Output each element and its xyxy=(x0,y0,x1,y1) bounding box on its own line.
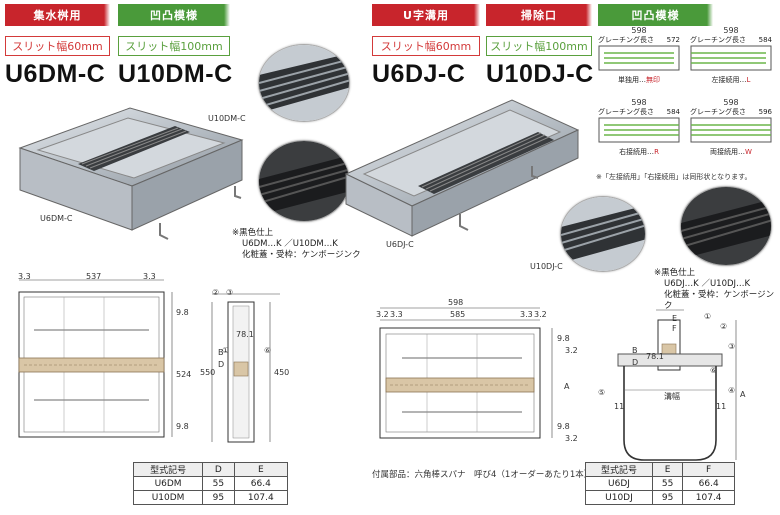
tab-u-ditch: U字溝用 xyxy=(372,4,480,26)
dim-section-11-right: 11 xyxy=(716,402,727,411)
u6dj-section-drawing xyxy=(617,309,737,461)
dim-section-d-right: D xyxy=(632,358,639,367)
zoom-black-finish-grating-right xyxy=(680,186,772,266)
tab-cleanout: 掃除口 xyxy=(486,4,592,26)
variant-both-plate xyxy=(690,117,772,143)
model-u6dj-c: U6DJ-C xyxy=(372,60,466,88)
zoom-black-finish-grating xyxy=(258,140,350,222)
variant-both: 598 グレーチング長さ 596 両接続用…W xyxy=(690,98,772,156)
dim-section-11-left: 11 xyxy=(614,402,625,411)
finish-note-left: ※黒色仕上 U6DM…K ／U10DM…K 化粧蓋・受枠：ケンボージンク xyxy=(232,228,361,260)
marker-2-right: ② xyxy=(720,322,728,331)
dim-plan-r-top-1: 3.3 xyxy=(390,310,403,319)
callout-u10dj-c: U10DJ-C xyxy=(530,262,563,271)
tab-emboss-right: 凹凸模様 xyxy=(598,4,713,26)
accessory-note: 付属部品：六角棒スパナ 呼び4（1オーダーあたり1本） xyxy=(372,470,593,480)
dim-section-d: D xyxy=(218,360,225,369)
dim-plan-r-right-3: 9.8 xyxy=(557,422,570,431)
model-u10dm-c: U10DM-C xyxy=(118,60,233,88)
variant-note: ※「左接続用」「右接続用」は同形状となります。 xyxy=(596,173,752,181)
variant-right: 598 グレーチング長さ 584 右接続用…R xyxy=(598,98,680,156)
variant-single: 598 グレーチング長さ 572 単独用…無印 xyxy=(598,26,680,84)
finish-note-right: ※黒色仕上 U6DJ…K ／U10DJ…K 化粧蓋・受枠：ケンボージンク xyxy=(654,268,775,311)
variant-single-plate xyxy=(598,45,680,71)
marker-3-left: ③ xyxy=(226,288,234,297)
dim-section-78: 78.1 xyxy=(236,330,254,339)
dim-section-550: 550 xyxy=(200,368,216,377)
dim-plan-r-right-4: 3.2 xyxy=(565,434,578,443)
marker-5-right: ⑤ xyxy=(598,388,606,397)
slit-100-tag-right: スリット幅100mm xyxy=(486,36,592,56)
slit-100-tag-left: スリット幅100mm xyxy=(118,36,230,56)
tab-emboss-left: 凹凸模様 xyxy=(118,4,230,26)
table-row: U6DJ 55 66.4 xyxy=(585,476,735,491)
dim-plan-top-center: 537 xyxy=(86,272,102,281)
marker-6-left: ⑥ xyxy=(264,346,272,355)
dim-plan-right-mid: 524 xyxy=(176,370,192,379)
spec-table-left: 型式記号 D E U6DM 55 66.4 U10DM 95 107.4 xyxy=(132,462,289,505)
dim-plan-r-right-1: 3.2 xyxy=(565,346,578,355)
tab-catch-basin: 集水桝用 xyxy=(5,4,110,26)
callout-u6dm-c: U6DM-C xyxy=(40,214,73,223)
dim-section-b-right: B xyxy=(632,346,638,355)
callout-u6dj-c: U6DJ-C xyxy=(386,240,414,249)
zoom-galvanized-grating-right xyxy=(560,196,646,272)
tab-label: 凹凸模様 xyxy=(150,9,198,22)
marker-4-right: ④ xyxy=(728,386,736,395)
slit-60-tag-left: スリット幅60mm xyxy=(5,36,110,56)
u6dj-c-product-illustration xyxy=(344,99,580,237)
dim-plan-top-left: 3.3 xyxy=(18,272,31,281)
u6dm-c-product-illustration xyxy=(18,107,244,240)
dim-section-a-right: A xyxy=(740,390,746,399)
u6dm-section-drawing xyxy=(211,293,280,443)
slit-60-tag-right: スリット幅60mm xyxy=(372,36,480,56)
u6dm-plan-drawing xyxy=(18,279,173,438)
table-row: U6DM 55 66.4 xyxy=(132,476,289,491)
dim-plan-total-right: 598 xyxy=(448,298,464,307)
marker-6-right: ⑥ xyxy=(710,366,718,375)
spec-table-right: 型式記号 E F U6DJ 55 66.4 U10DJ 95 107.4 xyxy=(585,462,735,505)
dim-plan-r-top-4: 3.2 xyxy=(534,310,547,319)
variant-left-plate xyxy=(690,45,772,71)
marker-1-left: ① xyxy=(222,346,230,355)
table-header-row: 型式記号 E F xyxy=(585,462,735,477)
zoom-galvanized-grating xyxy=(258,44,350,122)
dim-plan-r-right-a: A xyxy=(564,382,570,391)
model-u6dm-c: U6DM-C xyxy=(5,60,106,88)
marker-1-right: ① xyxy=(704,312,712,321)
dim-plan-r-right-0: 9.8 xyxy=(557,334,570,343)
dim-plan-top-right: 3.3 xyxy=(143,272,156,281)
dim-plan-r-top-2: 585 xyxy=(450,310,466,319)
table-row: U10DJ 95 107.4 xyxy=(585,490,735,505)
marker-3-right: ③ xyxy=(728,342,736,351)
table-row: U10DM 95 107.4 xyxy=(132,490,289,505)
dim-section-78-right: 78.1 xyxy=(646,352,664,361)
model-u10dj-c: U10DJ-C xyxy=(486,60,594,88)
dim-section-width-right: 溝幅 xyxy=(664,392,680,401)
dim-plan-r-top-0: 3.2 xyxy=(376,310,389,319)
dim-section-450: 450 xyxy=(274,368,290,377)
marker-2-left: ② xyxy=(212,288,220,297)
variant-left: 598 グレーチング長さ 584 左接続用…L xyxy=(690,26,772,84)
dim-plan-r-top-3: 3.3 xyxy=(520,310,533,319)
dim-section-e-right: E xyxy=(672,314,678,323)
table-header-row: 型式記号 D E xyxy=(132,462,289,477)
tab-label: 集水桝用 xyxy=(33,9,82,22)
dim-plan-right-bottom: 9.8 xyxy=(176,422,189,431)
callout-u10dm-c: U10DM-C xyxy=(208,114,246,123)
dim-plan-right-top: 9.8 xyxy=(176,308,189,317)
dim-section-f-right: F xyxy=(672,324,677,333)
variant-right-plate xyxy=(598,117,680,143)
dim-section-b: B xyxy=(218,348,224,357)
u6dj-plan-drawing xyxy=(379,307,553,439)
